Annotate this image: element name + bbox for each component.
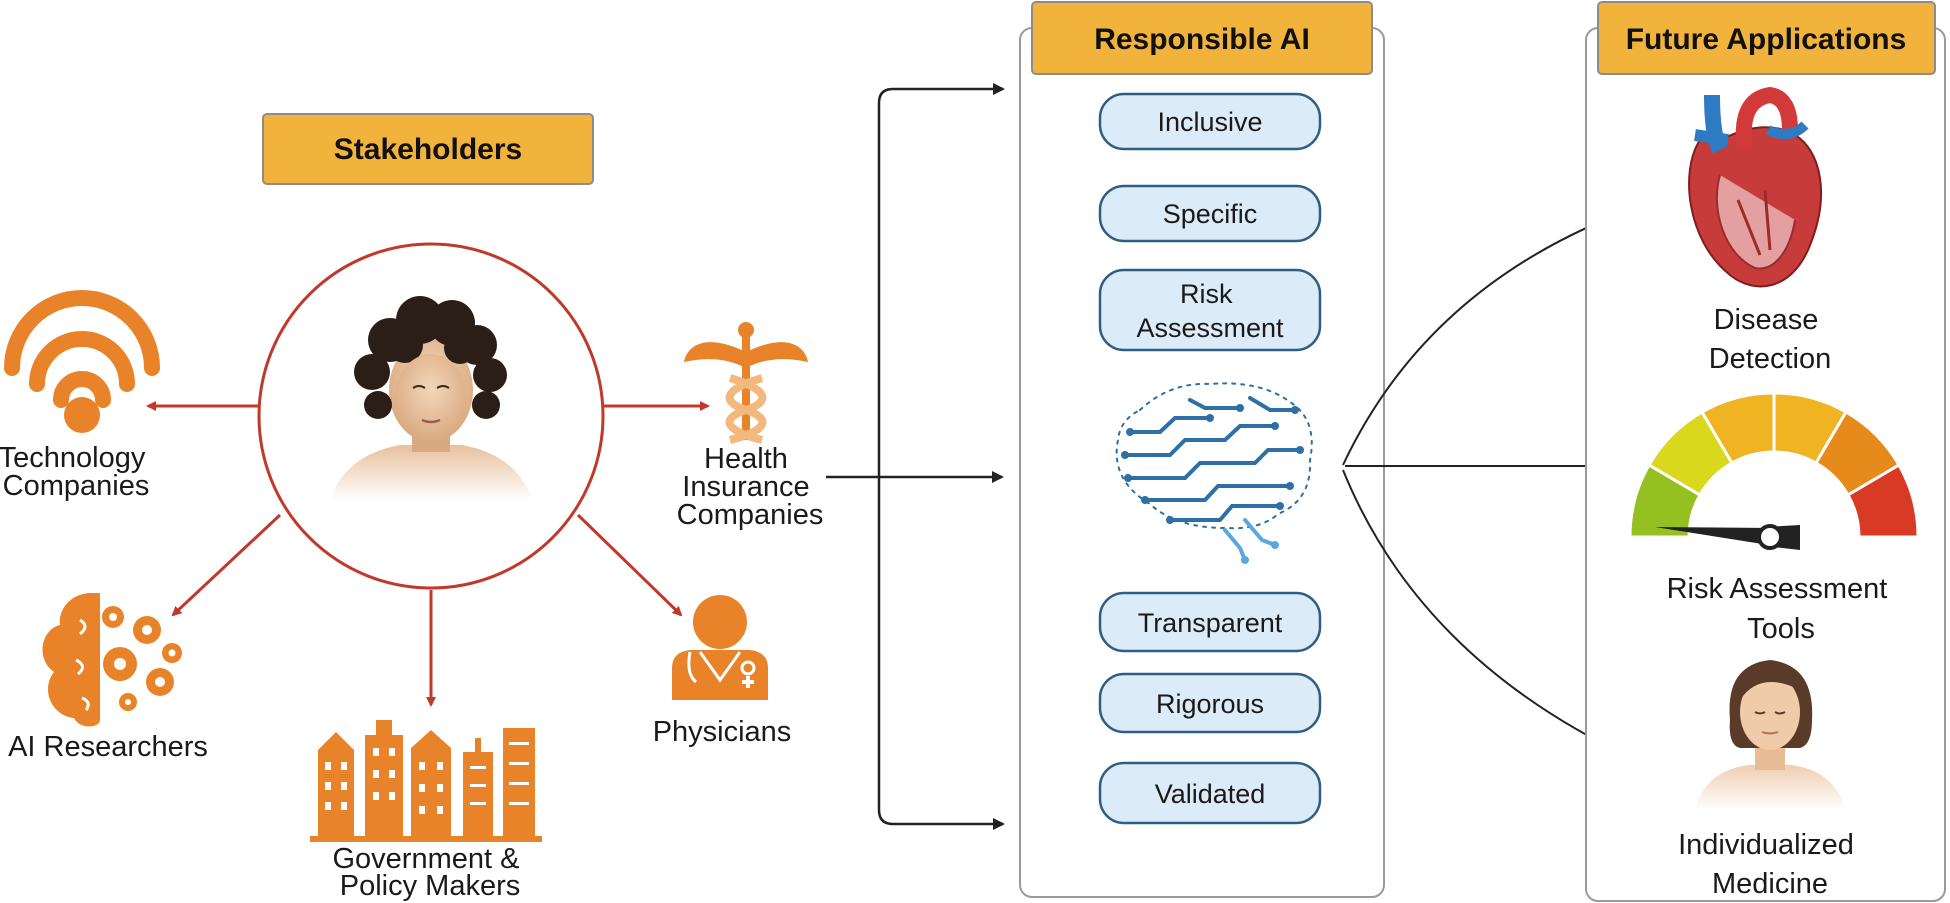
stakeholders-to-ai-connector: [826, 83, 1005, 830]
responsible-ai-section: Responsible AI Inclusive Specific Risk A…: [1019, 1, 1385, 898]
principle-pill-rigorous: Rigorous: [1098, 672, 1322, 734]
principle-pill-validated: Validated: [1098, 761, 1322, 825]
caduceus-icon: [684, 322, 808, 444]
brain-gears-icon: [42, 593, 182, 727]
ai-researchers-label: AI Researchers: [8, 731, 208, 763]
stakeholders-header-box: [262, 113, 594, 185]
future-applications-header-box: [1597, 1, 1936, 75]
city-buildings-icon: [310, 720, 542, 842]
principle-pill-inclusive: Inclusive: [1098, 92, 1322, 151]
svg-text:Rigorous: Rigorous: [1156, 689, 1264, 719]
svg-text:Risk Assessment: Risk Assessment: [1136, 279, 1284, 343]
svg-text:Validated: Validated: [1155, 779, 1266, 809]
responsible-ai-header-box: [1031, 1, 1373, 75]
svg-text:Transparent: Transparent: [1138, 608, 1283, 638]
patient-woman-icon: [1695, 660, 1845, 810]
doctor-icon: [672, 595, 768, 700]
future-applications-title: Future Applications: [1626, 23, 1907, 56]
risk-assessment-tools-label: Risk Assessment Tools: [1667, 573, 1896, 645]
gauge-icon: [1628, 391, 1920, 550]
physicians-label: Physicians: [653, 716, 792, 748]
principle-pill-transparent: Transparent: [1098, 591, 1322, 653]
heart-icon: [1688, 86, 1822, 288]
stakeholders-section: Stakeholders: [0, 113, 824, 902]
principle-pill-specific: Specific: [1098, 184, 1322, 243]
patient-avatar-icon: [330, 296, 532, 500]
stakeholders-title: Stakeholders: [334, 133, 522, 166]
principle-pill-risk-assessment: Risk Assessment: [1098, 268, 1322, 352]
responsible-ai-title: Responsible AI: [1094, 23, 1310, 56]
circuit-brain-icon: [1115, 382, 1313, 564]
government-policy-label: Government & Policy Makers: [332, 843, 527, 902]
future-applications-section: Future Applications Disease Detection: [1585, 1, 1946, 902]
wifi-icon: [4, 290, 160, 433]
svg-text:Specific: Specific: [1163, 199, 1258, 229]
individualized-medicine-label: Individualized Medicine: [1678, 829, 1862, 900]
svg-text:Inclusive: Inclusive: [1157, 107, 1262, 137]
technology-companies-label: Technology Companies: [0, 442, 153, 502]
disease-detection-label: Disease Detection: [1709, 304, 1832, 375]
health-insurance-label: Health Insurance Companies: [677, 443, 824, 531]
